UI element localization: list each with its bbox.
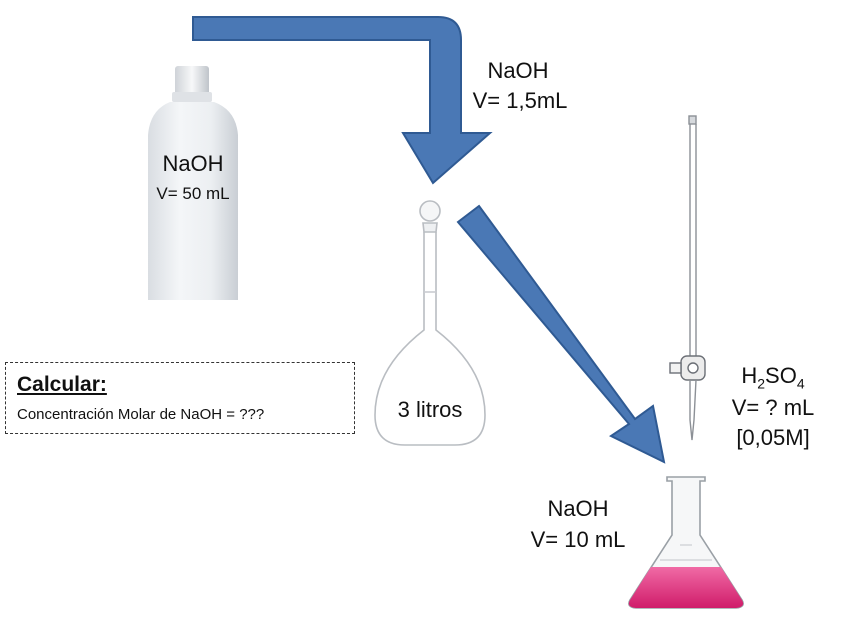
formula-subscript-4: 4: [796, 375, 805, 392]
transfer-label-substance: NaOH: [487, 58, 549, 83]
burette-volume-label: V= ? mL: [731, 395, 815, 420]
burette-formula: H2SO4: [718, 362, 828, 393]
bottle-icon: [148, 66, 238, 300]
transfer-label-volume: V= 1,5mL: [472, 88, 568, 113]
formula-subscript-2: 2: [757, 375, 766, 392]
bottle-label-volume: V= 50 mL: [156, 184, 230, 203]
volumetric-flask-icon: [374, 200, 486, 446]
burette-concentration-label: [0,05M]: [736, 425, 810, 450]
erlenmeyer-label-volume: V= 10 mL: [530, 527, 626, 552]
erlenmeyer-label-substance: NaOH: [547, 496, 609, 521]
calculation-box: Calcular: Concentración Molar de NaOH = …: [5, 362, 355, 434]
formula-so: SO: [765, 363, 797, 388]
calculation-question: Concentración Molar de NaOH = ???: [17, 406, 265, 423]
formula-h: H: [741, 363, 758, 388]
erlenmeyer-flask-icon: [628, 476, 744, 609]
burette-icon: [669, 115, 706, 441]
arrow-icon: [192, 16, 493, 185]
flask-volume-label: 3 litros: [397, 397, 463, 422]
calculation-title: Calcular:: [17, 373, 107, 396]
arrow-icon: [456, 204, 666, 464]
bottle-label-substance: NaOH: [162, 151, 224, 176]
